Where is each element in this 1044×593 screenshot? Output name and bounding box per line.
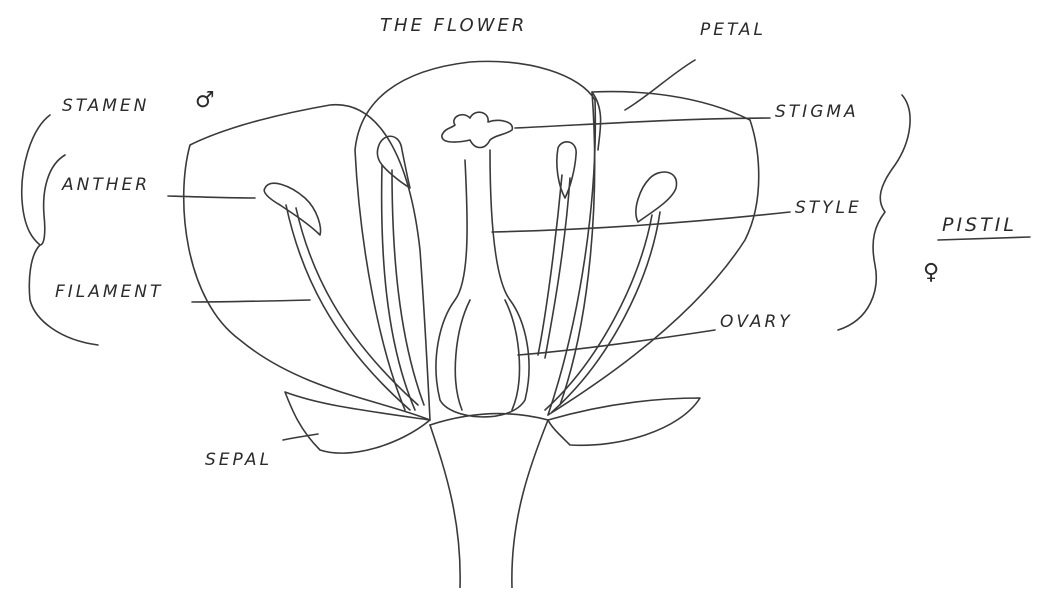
stem — [430, 420, 548, 588]
label-pistil: PISTIL — [942, 214, 1017, 236]
sepal-left — [285, 392, 430, 453]
pistil-underline — [938, 237, 1030, 240]
anther-1 — [264, 183, 320, 235]
pointer-style — [492, 212, 790, 232]
diagram-title: THE FLOWER — [380, 15, 527, 36]
filament-2 — [382, 165, 424, 410]
receptacle — [430, 414, 548, 425]
label-petal: PETAL — [700, 20, 766, 40]
label-stamen: STAMEN — [62, 96, 149, 116]
stigma-shape — [442, 112, 513, 147]
pointer-sepal — [283, 434, 318, 440]
label-style: STYLE — [795, 198, 862, 218]
label-sepal: SEPAL — [205, 450, 272, 470]
stamen-bracket — [22, 115, 98, 345]
female-symbol: ♀ — [923, 260, 939, 285]
petal-left — [184, 105, 430, 420]
filament-4 — [545, 212, 660, 412]
sepal-right — [548, 398, 700, 445]
petal-center — [355, 61, 595, 415]
pointer-anther — [168, 196, 255, 198]
label-filament: FILAMENT — [55, 282, 163, 302]
label-stigma: STIGMA — [775, 102, 859, 122]
filament-3 — [538, 175, 570, 358]
pointer-stigma — [515, 118, 770, 128]
anther-4 — [636, 172, 677, 222]
pointer-petal — [625, 60, 695, 110]
label-ovary: OVARY — [720, 312, 793, 332]
male-symbol: ♂ — [195, 88, 215, 113]
anther-3 — [557, 142, 576, 198]
pointer-filament — [192, 300, 310, 302]
label-anther: ANTHER — [62, 175, 150, 195]
ovary-outline — [436, 150, 529, 417]
petal-right — [548, 92, 759, 415]
